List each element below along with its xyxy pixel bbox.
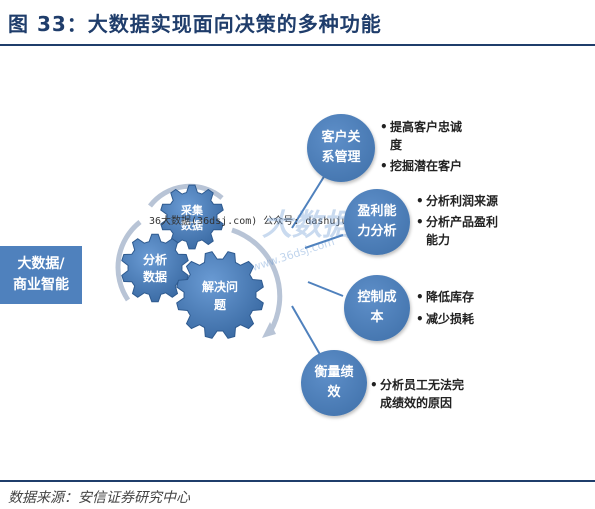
- left-box-line-1: 大数据/: [17, 256, 65, 272]
- gear-analyze-label: 分析 数据: [128, 252, 182, 286]
- circle-cost-line-2: 本: [370, 310, 384, 325]
- gear-collect-line-2: 数据: [181, 219, 203, 232]
- gear-solve-line-1: 解决问: [201, 280, 238, 294]
- circle-crm: 客户关 系管理: [307, 114, 375, 182]
- connector-profit: [304, 234, 344, 249]
- bullet-cost-1: 降低库存: [416, 288, 474, 306]
- gear-solve-label: 解决问 题: [190, 278, 250, 314]
- watermark-text: 36大数据(36dsj.com) 公众号: dashuju36: [149, 216, 360, 227]
- gear-solve-shape: [176, 251, 264, 339]
- bullet-profit-1: 分析利润来源: [416, 192, 498, 210]
- circle-cost-line-1: 控制成: [357, 290, 397, 305]
- watermark-logo: 大数据: [262, 208, 352, 243]
- gear-collect-data: [160, 184, 224, 250]
- left-box-line-2: 商业智能: [13, 277, 69, 293]
- cycle-arc-right: [231, 227, 283, 334]
- big-data-bi-box: 大数据/ 商业智能: [0, 246, 82, 304]
- bullets-cost: 降低库存 减少损耗: [416, 288, 474, 328]
- gear-collect-label: 采集 数据: [167, 202, 217, 234]
- circle-performance: 衡量绩 效: [301, 350, 367, 416]
- figure-title: 图 33：大数据实现面向决策的多种功能: [8, 12, 382, 36]
- gear-solve-line-2: 题: [213, 298, 226, 312]
- gear-analyze-shape: [121, 233, 189, 303]
- circle-perf-line-1: 衡量绩: [314, 365, 354, 380]
- source-note: 数据来源：安信证券研究中心: [8, 490, 190, 506]
- bullet-crm-2: 挖掘潜在客户: [380, 157, 462, 175]
- bottom-rule: [0, 480, 595, 482]
- top-rule: [0, 44, 595, 46]
- connector-crm: [291, 174, 326, 229]
- circle-crm-line-2: 系管理: [321, 150, 361, 165]
- connector-perf: [291, 305, 323, 359]
- connector-cost: [307, 281, 344, 297]
- gear-collect-shape: [160, 184, 224, 250]
- gear-analyze-data: [121, 233, 189, 303]
- circle-crm-line-1: 客户关: [321, 130, 361, 145]
- bullet-cost-2: 减少损耗: [416, 310, 474, 328]
- gear-analyze-line-2: 数据: [142, 270, 167, 284]
- gear-analyze-line-1: 分析: [142, 253, 167, 267]
- cycle-arrow-head: [262, 322, 276, 338]
- cycle-arc-left: [115, 220, 142, 302]
- cycle-arc-top: [148, 183, 224, 208]
- circle-profit-line-1: 盈利能: [357, 204, 397, 219]
- gear-solve-problem: [176, 251, 264, 339]
- gear-collect-line-1: 采集: [181, 204, 203, 217]
- circle-profit-line-2: 力分析: [357, 224, 397, 239]
- circle-perf-line-2: 效: [327, 385, 341, 400]
- circle-cost: 控制成 本: [344, 275, 410, 341]
- circle-profit: 盈利能 力分析: [344, 189, 410, 255]
